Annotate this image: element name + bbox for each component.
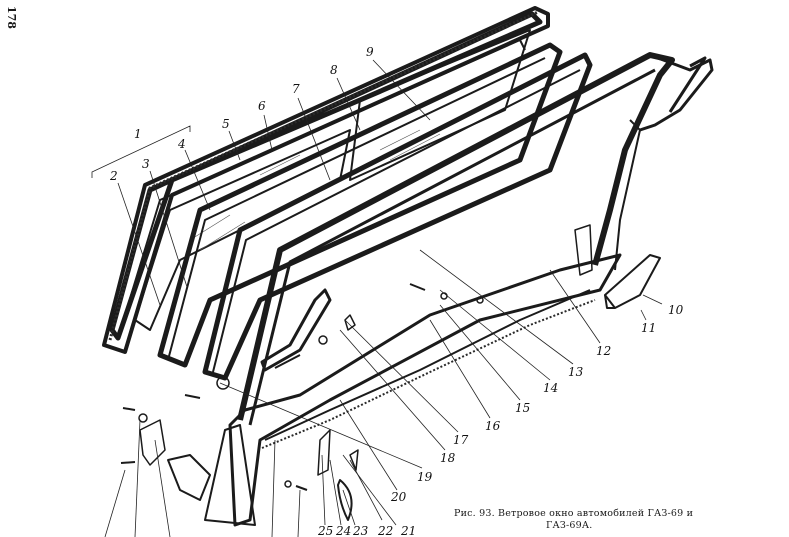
callout-23: 23 (352, 524, 369, 537)
callout-20: 20 (390, 490, 407, 504)
callout-19: 19 (417, 470, 433, 484)
callout-13: 13 (568, 365, 584, 379)
lower-cowl-panel (167, 253, 622, 527)
fastener-hardware (120, 224, 593, 521)
callout-4: 4 (177, 137, 186, 151)
callout-25: 25 (317, 524, 333, 537)
callout-1: 1 (134, 127, 142, 141)
main-support-frame (237, 52, 714, 426)
caption-line-2: ГАЗ-69А. (546, 520, 593, 531)
callout-7: 7 (292, 82, 300, 96)
caption-line-1: Рис. 93. Ветровое окно автомобилей ГАЗ-6… (454, 508, 694, 519)
callout-11: 11 (641, 321, 656, 335)
callout-2: 2 (109, 169, 118, 183)
callout-22: 22 (377, 524, 393, 537)
callout-labels: 1 2 3 4 5 6 7 8 9 10 11 12 13 14 15 16 1… (109, 45, 684, 537)
callout-10: 10 (668, 303, 684, 317)
callout-5: 5 (222, 117, 230, 131)
leader-lines (91, 59, 663, 537)
callout-24: 24 (335, 524, 351, 537)
callout-21: 21 (400, 524, 416, 537)
window-frame-rear (202, 52, 593, 381)
figure-caption: Рис. 93. Ветровое окно автомобилей ГАЗ-6… (454, 508, 754, 532)
callout-15: 15 (515, 401, 530, 415)
inner-frame (157, 42, 563, 368)
callout-16: 16 (485, 419, 501, 433)
callout-12: 12 (596, 344, 611, 358)
callout-3: 3 (142, 157, 150, 171)
callout-8: 8 (330, 63, 338, 77)
stay-arm (260, 288, 332, 372)
callout-14: 14 (543, 381, 558, 395)
mounting-bracket (604, 254, 661, 309)
outer-seal-frame (102, 6, 550, 354)
callout-6: 6 (258, 99, 266, 113)
callout-17: 17 (453, 433, 469, 447)
callout-18: 18 (440, 451, 456, 465)
callout-9: 9 (366, 45, 374, 59)
